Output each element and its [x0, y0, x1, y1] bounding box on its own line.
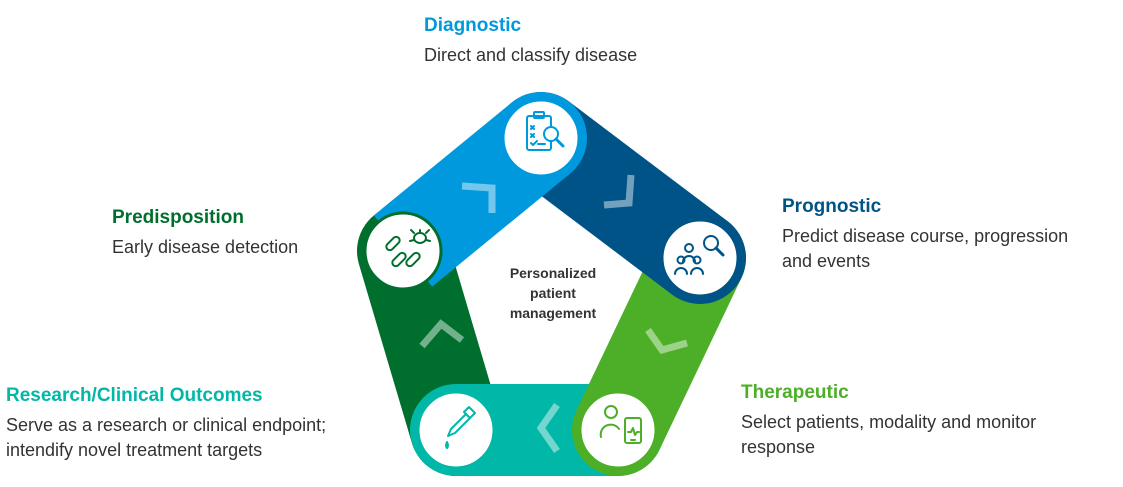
stage-description: and events [782, 251, 871, 271]
stage-description: intendify novel treatment targets [6, 440, 263, 460]
chevron-icon [419, 319, 465, 349]
stage-title: Research/Clinical Outcomes [6, 385, 263, 406]
chevron-icon [536, 403, 560, 453]
label-prognostic: Prognostic Predict disease course, progr… [782, 195, 1068, 274]
chevron-icon [461, 182, 496, 213]
stage-description: response [741, 437, 816, 457]
stage-description: Early disease detection [112, 237, 299, 257]
center-label-line: Personalized [509, 265, 597, 281]
patient-tablet-icon [599, 405, 642, 444]
node-therapeutic [578, 390, 658, 470]
stage-description: Predict disease course, progression [782, 226, 1069, 246]
node-diagnostic [501, 98, 581, 178]
stage-title: Therapeutic [741, 382, 849, 403]
stage-description: Serve as a research or clinical endpoint… [6, 415, 327, 435]
people-magnifier-icon [674, 235, 725, 275]
label-predisposition: Predisposition Early disease detection [112, 206, 298, 260]
dropper-icon [445, 406, 476, 449]
label-diagnostic: Diagnostic Direct and classify disease [424, 14, 637, 68]
center-label-line: patient [530, 285, 576, 301]
label-therapeutic: Therapeutic Select patients, modality an… [741, 381, 1036, 460]
node-predisposition [363, 211, 443, 291]
stage-title: Diagnostic [424, 15, 522, 36]
stage-title: Predisposition [112, 207, 244, 228]
chevron-icon [603, 174, 635, 209]
clipboard-magnifier-icon [526, 111, 565, 151]
stage-description: Select patients, modality and monitor [741, 412, 1037, 432]
node-research [416, 390, 496, 470]
label-research: Research/Clinical Outcomes Serve as a re… [6, 384, 326, 463]
chevron-icon [645, 327, 688, 355]
node-prognostic [660, 218, 740, 298]
pills-bug-icon [385, 229, 431, 268]
center-label-line: management [509, 305, 597, 321]
stage-description: Direct and classify disease [424, 45, 638, 65]
center-label: Personalized patient management [482, 263, 624, 323]
stage-title: Prognostic [782, 196, 882, 217]
